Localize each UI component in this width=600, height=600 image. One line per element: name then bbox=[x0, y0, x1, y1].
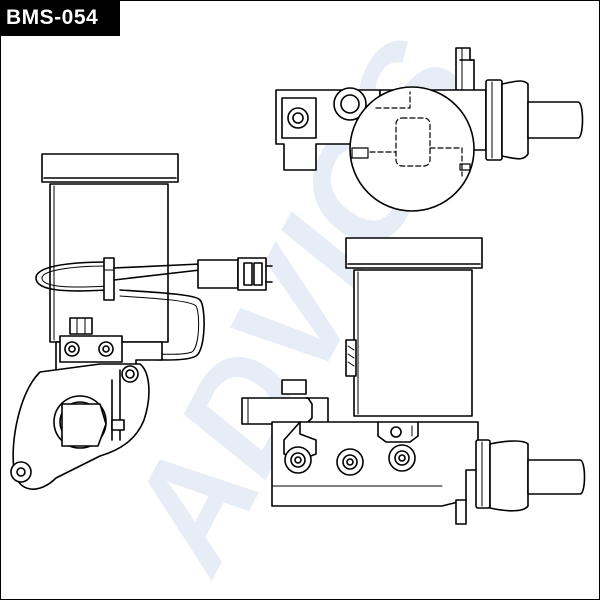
connector bbox=[197, 259, 239, 289]
reservoir-cap bbox=[41, 153, 179, 183]
front-reservoir-cap bbox=[345, 237, 483, 269]
port-1 bbox=[284, 446, 312, 474]
part-code-label: BMS-054 bbox=[0, 0, 120, 36]
front-view bbox=[241, 237, 586, 525]
wire-clamp bbox=[103, 257, 115, 301]
cylinder-body bbox=[271, 421, 479, 507]
detail-magnifier bbox=[349, 86, 475, 212]
nut bbox=[69, 317, 93, 335]
port-2 bbox=[336, 448, 364, 476]
top-view bbox=[275, 47, 584, 212]
front-reservoir-body bbox=[353, 269, 473, 417]
outlet-port bbox=[281, 379, 307, 395]
push-rod bbox=[527, 459, 586, 495]
port-3 bbox=[388, 444, 416, 472]
sensor-wire-loop bbox=[35, 261, 109, 292]
side-view bbox=[10, 153, 273, 490]
